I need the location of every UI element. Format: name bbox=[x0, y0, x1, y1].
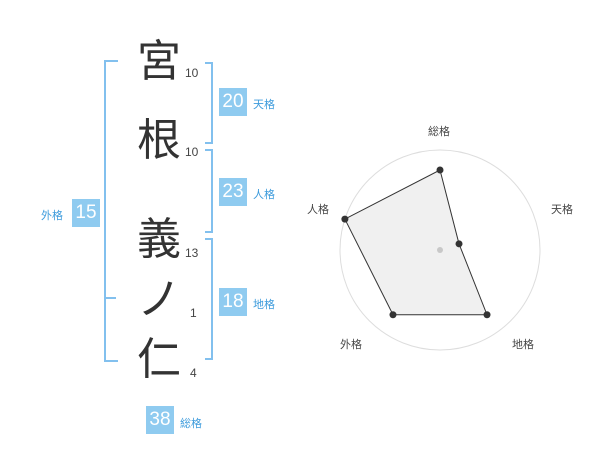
radar-label-tenkaku: 天格 bbox=[551, 203, 573, 216]
stroke-count-1: 10 bbox=[185, 66, 199, 80]
stroke-count-4: 1 bbox=[190, 306, 197, 320]
radar-point-1 bbox=[436, 166, 444, 174]
stroke-count-5: 4 bbox=[190, 366, 197, 380]
radar-center-dot bbox=[437, 247, 443, 253]
radar-point-3 bbox=[483, 311, 491, 319]
jinkaku-value: 23 bbox=[219, 178, 247, 206]
tenkaku-bracket bbox=[205, 62, 213, 144]
soukaku-label: 総格 bbox=[180, 417, 202, 430]
radar-polygon bbox=[344, 169, 488, 316]
jinkaku-label: 人格 bbox=[253, 188, 275, 201]
soukaku-value: 38 bbox=[146, 406, 174, 434]
radar-label-gaikaku: 外格 bbox=[340, 338, 362, 351]
name-char-3: 義 bbox=[137, 214, 181, 265]
stroke-count-3: 13 bbox=[185, 246, 199, 260]
radar-label-soukaku: 総格 bbox=[428, 125, 450, 138]
stroke-count-2: 10 bbox=[185, 145, 199, 159]
chikaku-value: 18 bbox=[219, 288, 247, 316]
radar-point-2 bbox=[455, 240, 463, 248]
gaikaku-value: 15 bbox=[72, 199, 100, 227]
name-char-5: 仁 bbox=[137, 334, 181, 385]
tenkaku-value: 20 bbox=[219, 88, 247, 116]
name-char-1: 宮 bbox=[137, 36, 181, 87]
jinkaku-bracket bbox=[205, 149, 213, 233]
radar-label-chikaku: 地格 bbox=[512, 338, 534, 351]
radar-label-jinkaku: 人格 bbox=[307, 203, 329, 216]
name-char-2: 根 bbox=[137, 115, 181, 166]
tenkaku-label: 天格 bbox=[253, 98, 275, 111]
chikaku-label: 地格 bbox=[253, 298, 275, 311]
gaikaku-bracket-tick bbox=[104, 297, 116, 299]
gaikaku-label: 外格 bbox=[41, 209, 63, 222]
gaikaku-bracket bbox=[104, 60, 118, 362]
chikaku-bracket bbox=[205, 238, 213, 360]
name-char-4: ノ bbox=[137, 274, 181, 325]
radar-point-5 bbox=[341, 215, 349, 223]
radar-point-4 bbox=[389, 311, 397, 319]
